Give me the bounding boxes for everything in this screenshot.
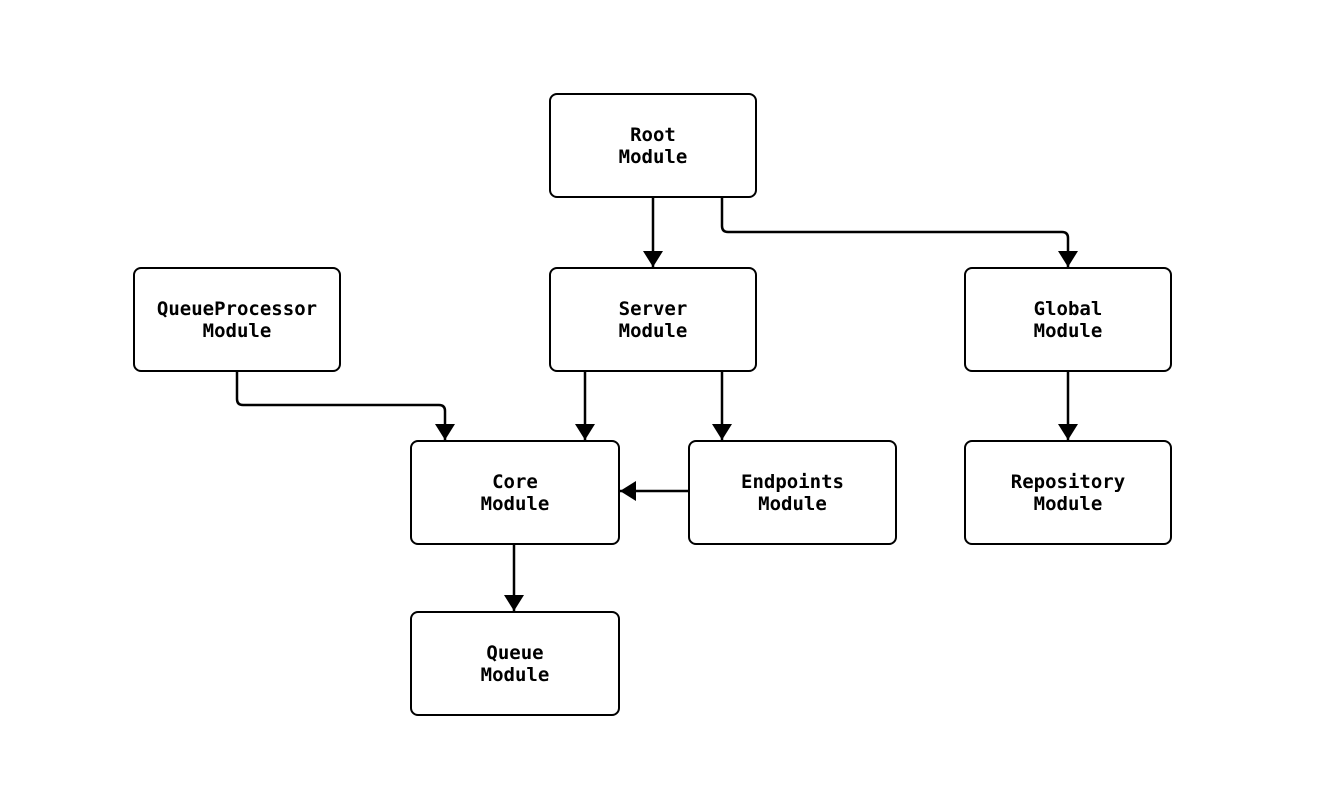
node-queue-module: Queue Module: [410, 611, 620, 716]
node-label: Core Module: [480, 470, 550, 515]
node-endpoints-module: Endpoints Module: [688, 440, 897, 545]
node-label: QueueProcessor Module: [156, 297, 318, 342]
node-label: Global Module: [1033, 297, 1103, 342]
node-queueprocessor-module: QueueProcessor Module: [133, 267, 341, 372]
node-label: Repository Module: [1010, 470, 1126, 515]
node-root-module: Root Module: [549, 93, 757, 198]
arrowhead-root-to-server: [643, 251, 663, 267]
node-label: Endpoints Module: [741, 470, 844, 515]
arrowhead-endpoints-to-core: [620, 481, 636, 501]
edge-root-to-global: [720, 198, 1070, 267]
node-server-module: Server Module: [549, 267, 757, 372]
arrowhead-queueprocessor-to-core: [435, 424, 455, 440]
node-label: Server Module: [618, 297, 688, 342]
node-label: Root Module: [618, 123, 688, 168]
edge-queueprocessor-to-core: [235, 372, 447, 440]
arrowhead-core-to-queue: [504, 595, 524, 611]
arrowhead-global-to-repository: [1058, 424, 1078, 440]
arrowhead-server-to-endpoints: [712, 424, 732, 440]
node-repository-module: Repository Module: [964, 440, 1172, 545]
arrowhead-server-to-core: [575, 424, 595, 440]
node-core-module: Core Module: [410, 440, 620, 545]
node-label: Queue Module: [480, 641, 550, 686]
node-global-module: Global Module: [964, 267, 1172, 372]
arrowhead-root-to-global: [1058, 251, 1078, 267]
